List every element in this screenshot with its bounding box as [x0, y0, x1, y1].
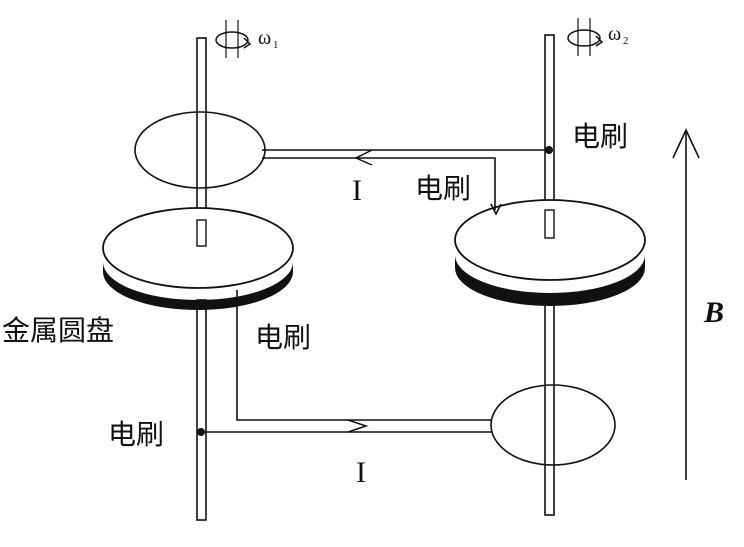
right-slip-ring [490, 384, 616, 466]
magnetic-field-label: B [703, 296, 724, 329]
current-label-top: I [352, 174, 362, 207]
left-shaft-lower [196, 299, 207, 521]
current-arrow-bottom [347, 419, 369, 433]
omega2-label: ω [608, 23, 621, 45]
right-metal-disk [454, 199, 646, 306]
brush-label-top-right: 电刷 [572, 120, 628, 153]
brush-label-mid-right: 电刷 [415, 172, 471, 205]
brush-contact-top-right [545, 146, 553, 154]
rotation-icon-left [215, 20, 252, 58]
omega1-subscript: 1 [273, 39, 279, 51]
brush-arrow-right-disk [490, 203, 502, 216]
top-wire-inner [262, 157, 496, 210]
metal-disk-label: 金属圆盘 [2, 314, 114, 347]
left-metal-disk [102, 207, 294, 310]
bottom-wire-outer [236, 290, 492, 421]
current-label-bottom: I [356, 456, 366, 489]
right-shaft-lower [544, 299, 555, 516]
rotation-icon-right [567, 18, 604, 56]
brush-contact-bottom-left [197, 428, 205, 436]
omega1-label: ω [258, 27, 271, 49]
current-arrow-top [354, 149, 373, 166]
brush-label-mid-left: 电刷 [255, 321, 311, 354]
magnetic-field-arrow [672, 128, 700, 480]
brush-label-bottom-left: 电刷 [108, 418, 164, 451]
omega2-subscript: 2 [623, 35, 629, 47]
